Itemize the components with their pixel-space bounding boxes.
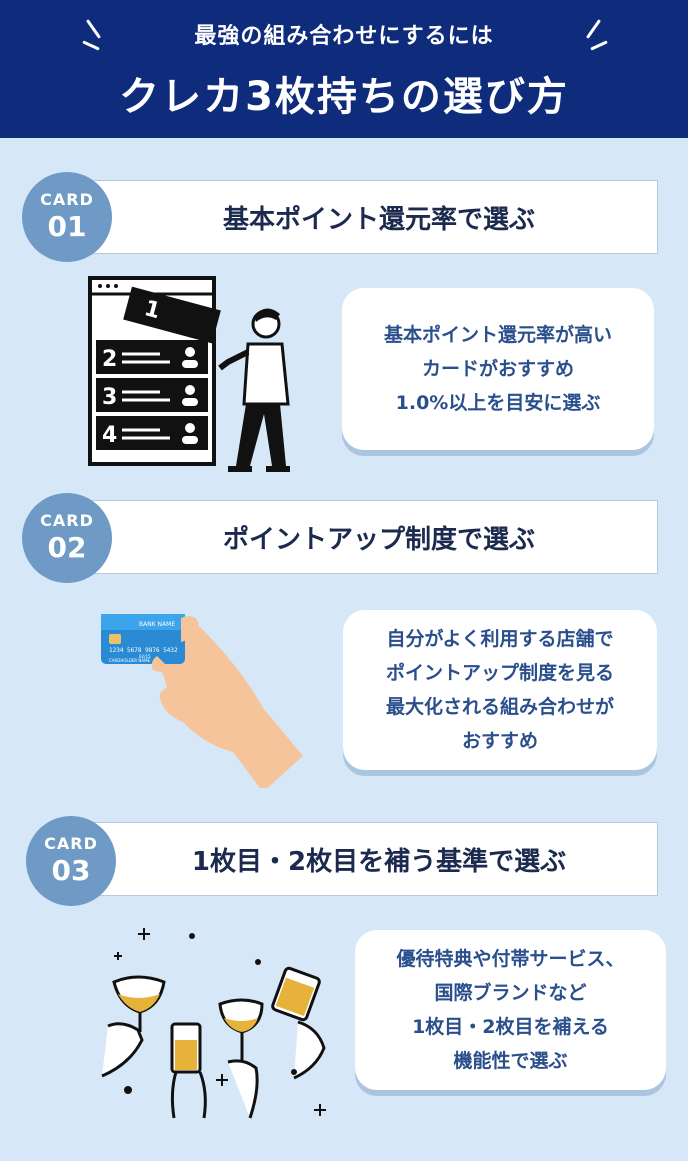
info-line: 機能性で選ぶ bbox=[453, 1050, 568, 1072]
badge-number: 03 bbox=[51, 854, 91, 887]
section-3-title: 1枚目・2枚目を補う基準で選ぶ bbox=[60, 822, 658, 896]
section-1-title: 基本ポイント還元率で選ぶ bbox=[60, 180, 658, 254]
rank-label-1: 1 bbox=[142, 296, 163, 324]
badge-label: CARD bbox=[40, 511, 94, 530]
section-2-info-card: 自分がよく利用する店舗で ポイントアップ制度を見る 最大化される組み合わせが お… bbox=[343, 610, 657, 770]
badge-number: 01 bbox=[47, 210, 87, 243]
info-line: 国際ブランドなど bbox=[434, 982, 587, 1004]
section-1-badge: CARD 01 bbox=[22, 172, 112, 262]
toast-glasses-illustration bbox=[101, 928, 326, 1119]
card-bank-name: BANK NAME bbox=[139, 621, 175, 628]
header-subtitle: 最強の組み合わせにするには bbox=[194, 24, 494, 49]
rank-label-4: 4 bbox=[102, 423, 117, 448]
rank-label-3: 3 bbox=[102, 385, 117, 410]
section-3-badge: CARD 03 bbox=[26, 816, 116, 906]
info-line: 1.0%以上を目安に選ぶ bbox=[395, 392, 601, 414]
badge-label: CARD bbox=[44, 834, 98, 853]
header-banner: 最強の組み合わせにするには クレカ3枚持ちの選び方 bbox=[0, 0, 688, 138]
info-line: カードがおすすめ bbox=[421, 358, 574, 380]
rank-label-2: 2 bbox=[102, 347, 117, 372]
ranking-board-illustration: 1 2 3 4 bbox=[88, 276, 290, 472]
section-3-info-card: 優待特典や付帯サービス、 国際ブランドなど 1枚目・2枚目を補える 機能性で選ぶ bbox=[355, 930, 666, 1090]
section-1-info-card: 基本ポイント還元率が高い カードがおすすめ 1.0%以上を目安に選ぶ bbox=[342, 288, 654, 450]
info-line: ポイントアップ制度を見る bbox=[385, 662, 614, 684]
info-line: 1枚目・2枚目を補える bbox=[412, 1016, 609, 1038]
info-line: おすすめ bbox=[461, 730, 538, 752]
header-title: クレカ3枚持ちの選び方 bbox=[119, 74, 569, 120]
card-number: 1234 5678 9876 5432 bbox=[109, 647, 178, 654]
info-line: 自分がよく利用する店舗で bbox=[386, 628, 614, 650]
badge-number: 02 bbox=[47, 531, 87, 564]
card-expiry: 02/15 bbox=[139, 654, 151, 659]
section-2-badge: CARD 02 bbox=[22, 493, 112, 583]
card-holder: CARDHOLDER NAME bbox=[109, 658, 151, 663]
info-line: 最大化される組み合わせが bbox=[385, 696, 614, 718]
hand-holding-card-illustration: BANK NAME 1234 5678 9876 5432 02/15 CARD… bbox=[101, 613, 303, 788]
info-line: 基本ポイント還元率が高い bbox=[383, 324, 612, 346]
info-line: 優待特典や付帯サービス、 bbox=[396, 948, 625, 970]
badge-label: CARD bbox=[40, 190, 94, 209]
section-2-title: ポイントアップ制度で選ぶ bbox=[60, 500, 658, 574]
